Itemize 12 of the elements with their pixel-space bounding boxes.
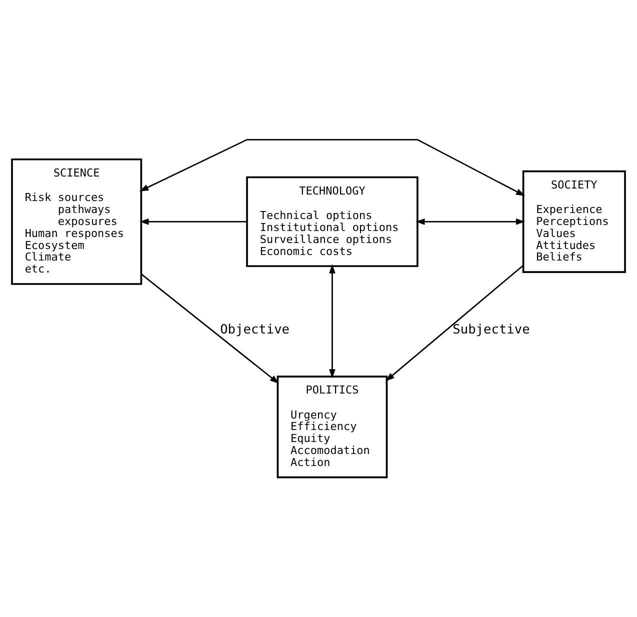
arrow [385,264,524,382]
edge-label: Objective [220,322,290,338]
node-box: POLITICS Urgency Efficiency Equity Accomodation Action [276,376,388,478]
node-box: SCIENCE Risk sources pathways exposures Human responses Ecosystem Climate etc. [11,158,142,285]
arrow [140,218,248,225]
node-box: SOCIETY Experience Perceptions Values Attitudes Beliefs [522,170,626,273]
arrow [329,264,336,378]
arrow [141,274,280,384]
arrow [139,138,526,196]
edge-label: Subjective [452,322,530,338]
node-box: TECHNOLOGY Technical options Institutional options Surveillance options Economic costs [246,176,418,268]
arrow [416,218,526,225]
